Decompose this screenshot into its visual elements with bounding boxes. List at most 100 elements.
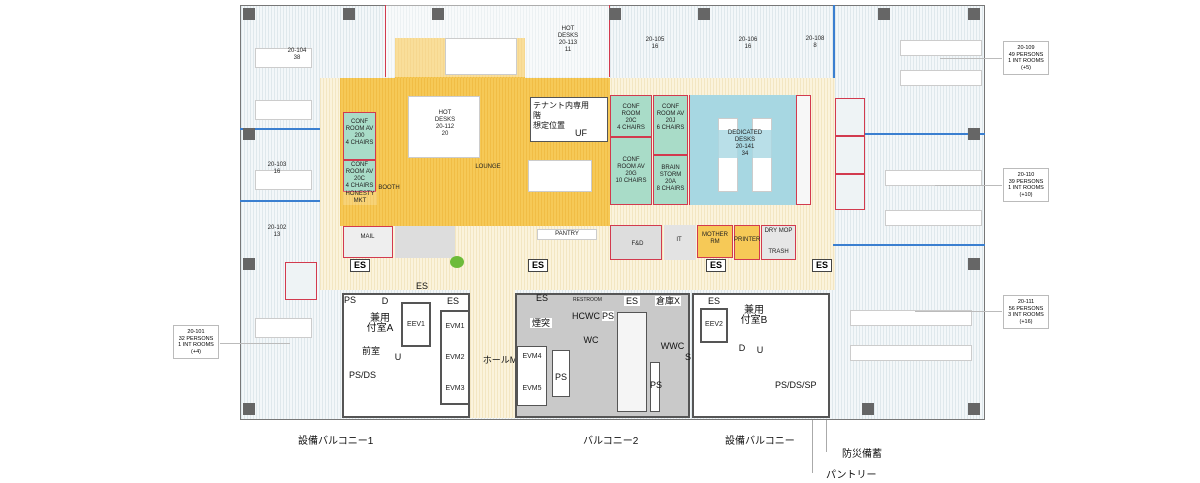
conf-room-av-200	[343, 112, 376, 160]
eev2	[700, 308, 728, 343]
room-20-102: 20-102 13	[267, 225, 287, 238]
pantry-counter	[537, 229, 597, 240]
label-disaster-stock: 防災備蓄	[842, 449, 882, 460]
small-meeting-room	[835, 136, 865, 174]
conf-room-20c	[610, 95, 652, 137]
elevator-shaft	[617, 312, 647, 412]
structural-column	[862, 403, 874, 415]
hall-corridor	[470, 290, 515, 418]
desk-cluster	[408, 96, 480, 158]
room-20-113: HOT DESKS 20-113 11	[557, 26, 579, 53]
callout-20-110: 20-110 39 PERSONS 1 INT ROOMS (+10)	[1003, 168, 1049, 202]
it-room	[664, 225, 696, 260]
desk-cluster	[255, 100, 312, 120]
kenyo-fushitsu-b: 兼用 付室B	[740, 305, 768, 326]
desk-cluster	[900, 40, 982, 56]
lounge-service-area	[395, 226, 455, 258]
plant-icon	[450, 256, 464, 268]
structural-column	[968, 8, 980, 20]
room-20-106: 20-106 16	[738, 37, 758, 50]
glass-partition	[240, 200, 320, 202]
printer-room	[734, 225, 760, 260]
brainstorm-20a	[653, 155, 688, 205]
room-20-105: 20-105 16	[645, 37, 665, 50]
phone-booths	[796, 95, 811, 205]
desk-cluster	[850, 310, 972, 326]
callout-leader	[220, 343, 290, 344]
desk-cluster	[528, 160, 592, 192]
label-balcony-2: バルコニー2	[583, 436, 639, 447]
structural-column	[432, 8, 444, 20]
desk-cluster	[255, 170, 312, 190]
mother-room	[697, 225, 733, 258]
conf-room-av-20g	[610, 137, 652, 205]
pantry-label: PANTRY	[555, 231, 579, 237]
callout-leader	[935, 185, 1002, 186]
glass-partition	[865, 133, 985, 135]
label-equipment-balcony: 設備バルコニー	[725, 436, 795, 447]
structural-column	[968, 403, 980, 415]
desk-cluster	[850, 345, 972, 361]
room-20-103: 20-103 16	[267, 162, 287, 175]
structural-column	[968, 258, 980, 270]
label-pantry: パントリー	[826, 470, 877, 481]
structural-column	[243, 128, 255, 140]
structural-column	[243, 8, 255, 20]
structural-column	[243, 403, 255, 415]
conf-room-av-20j	[653, 95, 688, 155]
core-right	[692, 293, 830, 418]
es-label: ES	[350, 259, 371, 272]
evm-bank-2	[517, 346, 547, 406]
uf-label: UF	[575, 128, 587, 138]
es-label: ES	[706, 259, 727, 272]
lounge-label: LOUNGE	[475, 164, 501, 170]
conf-room-av-20c	[343, 160, 376, 192]
structural-column	[609, 8, 621, 20]
structural-column	[243, 258, 255, 270]
glass-partition	[833, 5, 835, 78]
small-meeting-room	[835, 98, 865, 136]
leader-line	[826, 420, 827, 452]
honesty-market: HONESTY MKT	[343, 191, 377, 205]
booth-label: BOOTH	[378, 185, 400, 191]
desk-cluster	[255, 318, 312, 338]
callout-leader	[915, 311, 1002, 312]
structural-column	[343, 8, 355, 20]
es-label: ES	[415, 281, 428, 291]
hall-m: ホールM	[482, 355, 518, 365]
desk-cluster	[885, 170, 982, 186]
desk-cluster	[885, 210, 982, 226]
label-equipment-balcony-1: 設備バルコニー1	[298, 436, 374, 447]
es-label: ES	[528, 259, 549, 272]
mail-room	[343, 226, 393, 258]
tenant-stair	[530, 97, 608, 142]
fd-room	[610, 225, 662, 260]
core-left	[342, 293, 470, 418]
callout-leader	[940, 58, 1002, 59]
callout-20-111: 20-111 56 PERSONS 3 INT ROOMS (+16)	[1003, 295, 1049, 329]
callout-20-109: 20-109 49 PERSONS 1 INT ROOMS (+5)	[1003, 41, 1049, 75]
room-20-108: 20-108 8	[805, 36, 825, 49]
leader-line	[812, 420, 813, 473]
room-20-112: HOT DESKS 20-112 20	[434, 110, 456, 137]
glass-partition	[833, 244, 985, 246]
small-meeting-room	[285, 262, 317, 300]
desk-cluster	[900, 70, 982, 86]
eev1	[401, 302, 431, 347]
glass-partition	[240, 128, 320, 130]
desk-cluster	[255, 48, 312, 68]
evm-bank-1	[440, 310, 470, 405]
dry-mop-trash	[761, 225, 796, 260]
tenant-stair-label: テナント内専用階 想定位置	[533, 101, 589, 130]
callout-20-101: 20-101 32 PERSONS 1 INT ROOMS (+4)	[173, 325, 219, 359]
structural-column	[878, 8, 890, 20]
structural-column	[968, 128, 980, 140]
ps-shaft	[552, 350, 570, 397]
structural-column	[698, 8, 710, 20]
small-meeting-room	[835, 174, 865, 210]
es-label: ES	[812, 259, 833, 272]
kenyo-fushitsu-a: 兼用 付室A	[366, 313, 394, 334]
ps-shaft	[650, 362, 660, 412]
room-20-104: 20-104 38	[287, 48, 307, 61]
